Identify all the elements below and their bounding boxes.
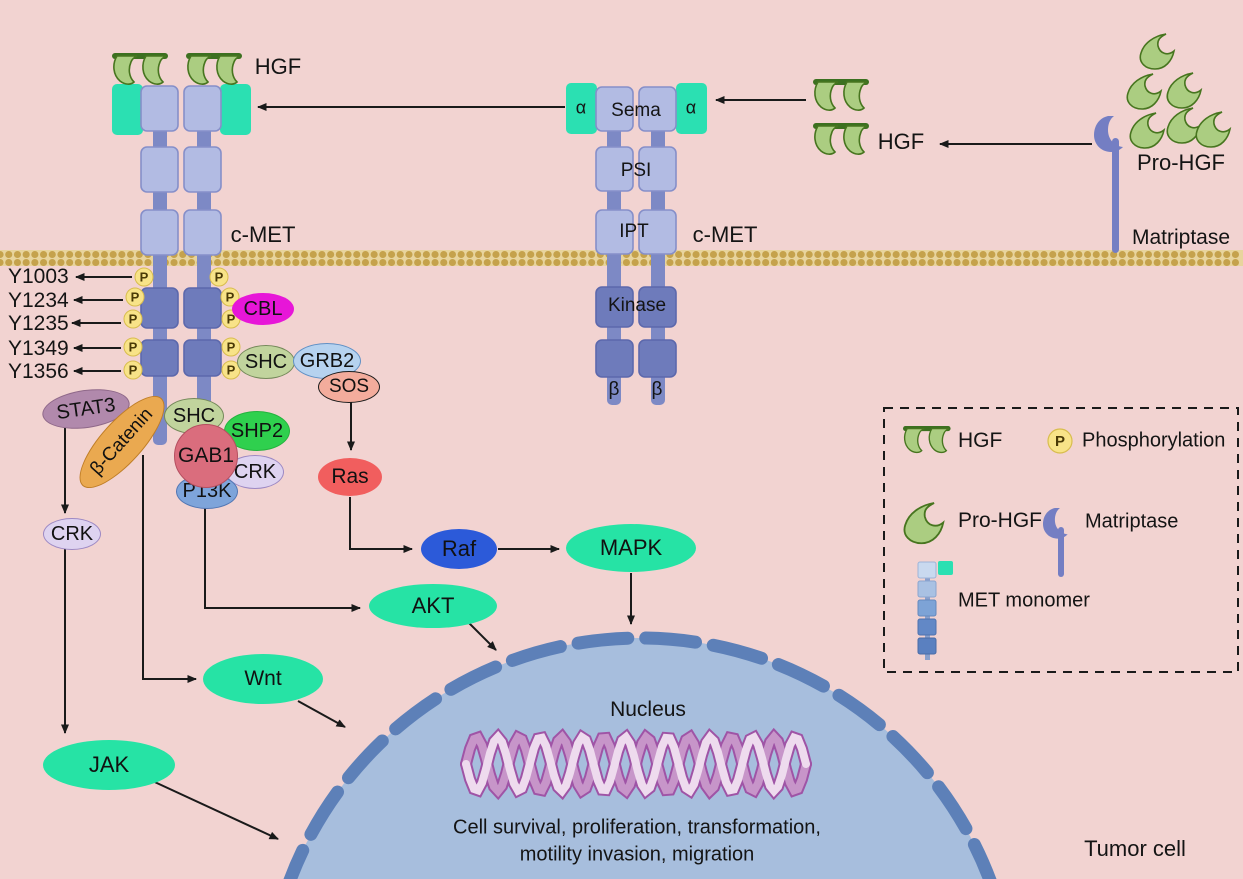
hgf-left-label: HGF (254, 54, 302, 79)
svg-text:P: P (131, 290, 140, 305)
arrow-akt-to-nucleus (465, 619, 497, 651)
cmet-receptor-dimer-left (111, 52, 251, 445)
molecule-sos: SOS (318, 371, 380, 403)
molecule-label: MAPK (599, 535, 663, 560)
domain-beta-left-label: β (608, 379, 620, 400)
molecule-ras: Ras (318, 458, 382, 496)
molecule-raf: Raf (421, 529, 497, 569)
molecule-wnt: Wnt (203, 654, 323, 704)
legend-pro-hgf-icon (903, 502, 945, 545)
hgf-mature-icons (812, 78, 870, 155)
svg-text:P: P (129, 363, 138, 378)
site-y1349-label: Y1349 (8, 337, 69, 360)
svg-text:P: P (140, 270, 149, 285)
dna-helix-icon (460, 727, 812, 801)
molecule-cbl: CBL (232, 293, 294, 325)
svg-text:P: P (226, 290, 235, 305)
legend-met-monomer-label: MET monomer (958, 589, 1090, 612)
legend-phospho-icon (1047, 428, 1073, 454)
molecule-label: SHP2 (230, 419, 284, 442)
molecule-gab1: GAB1 (174, 424, 238, 488)
molecule-label: SHC (244, 350, 288, 373)
hgf-bound-icon (185, 52, 243, 85)
site-y1234-label: Y1234 (8, 289, 69, 312)
arrow-wnt-to-nucleus (297, 700, 346, 728)
svg-text:P: P (215, 270, 224, 285)
legend-met-monomer-icon (917, 561, 953, 660)
domain-alpha-right-label: α (685, 97, 697, 118)
molecule-label: SHC (172, 404, 216, 427)
matriptase-icon (1094, 116, 1123, 253)
domain-ipt-label: IPT (619, 221, 649, 242)
molecule-label: Ras (331, 465, 369, 488)
molecule-label: CRK (233, 460, 277, 483)
cmet-receptor-mid (566, 83, 707, 405)
molecule-shc-upper: SHC (237, 345, 295, 379)
domain-alpha-left-label: α (575, 97, 587, 118)
legend-matriptase-label: Matriptase (1085, 510, 1179, 533)
legend-pro-hgf-label: Pro-HGF (958, 509, 1042, 532)
molecule-label: STAT3 (55, 393, 117, 424)
legend-border (883, 407, 1239, 673)
molecule-label: GAB1 (177, 444, 235, 467)
svg-text:P: P (227, 312, 236, 327)
legend: P (883, 407, 1239, 673)
hgf-right-label: HGF (877, 129, 925, 154)
molecule-mapk: MAPK (566, 524, 696, 572)
domain-kinase-label: Kinase (607, 295, 667, 316)
molecule-label: JAK (88, 752, 130, 777)
nucleus-label: Nucleus (610, 698, 686, 721)
svg-text:P: P (1055, 433, 1065, 450)
molecule-label: SOS (328, 376, 370, 397)
pro-hgf-cluster-icon (1126, 33, 1231, 149)
svg-text:P: P (129, 340, 138, 355)
nucleus-caption-line2: motility invasion, migration (519, 843, 755, 866)
svg-text:P: P (227, 340, 236, 355)
hgf-bound-icon (111, 52, 169, 85)
arrow-bcatenin-to-wnt (142, 455, 197, 683)
molecule-akt: AKT (369, 584, 497, 628)
legend-matriptase-icon (1043, 508, 1068, 577)
site-y1003-label: Y1003 (8, 265, 69, 288)
nucleus-caption-line1: Cell survival, proliferation, transforma… (453, 816, 821, 839)
cmet-left-label: c-MET (230, 222, 296, 247)
tumor-cell-label: Tumor cell (1084, 836, 1186, 861)
matriptase-label: Matriptase (1131, 226, 1231, 249)
domain-psi-label: PSI (620, 160, 652, 181)
molecule-label: AKT (411, 593, 455, 618)
legend-hgf-label: HGF (958, 429, 1003, 452)
molecule-crk-lower: CRK (43, 518, 101, 550)
legend-phosphorylation-label: Phosphorylation (1082, 429, 1226, 452)
molecule-label: Wnt (244, 667, 282, 690)
cmet-mid-label: c-MET (692, 222, 758, 247)
domain-beta-right-label: β (651, 379, 663, 400)
site-y1356-label: Y1356 (8, 360, 69, 383)
site-y1235-label: Y1235 (8, 312, 69, 335)
phospho-badges: P P P P P P P P P P (123, 267, 241, 380)
molecule-label: CBL (243, 297, 283, 320)
molecule-jak: JAK (43, 740, 175, 790)
nuclear-envelope (283, 631, 997, 879)
pro-hgf-label: Pro-HGF (1137, 150, 1225, 175)
molecule-label: GRB2 (299, 349, 355, 372)
legend-hgf-icon (902, 425, 952, 454)
molecule-label: Raf (441, 536, 477, 561)
domain-sema-label: Sema (611, 100, 661, 121)
svg-text:P: P (129, 312, 138, 327)
arrow-p13k-to-akt (204, 492, 361, 612)
arrow-ras-to-raf (349, 497, 413, 553)
svg-text:P: P (227, 363, 236, 378)
arrow-jak-to-nucleus (145, 777, 279, 840)
molecule-label: CRK (50, 522, 94, 545)
pathway-arrows (61, 96, 1092, 840)
